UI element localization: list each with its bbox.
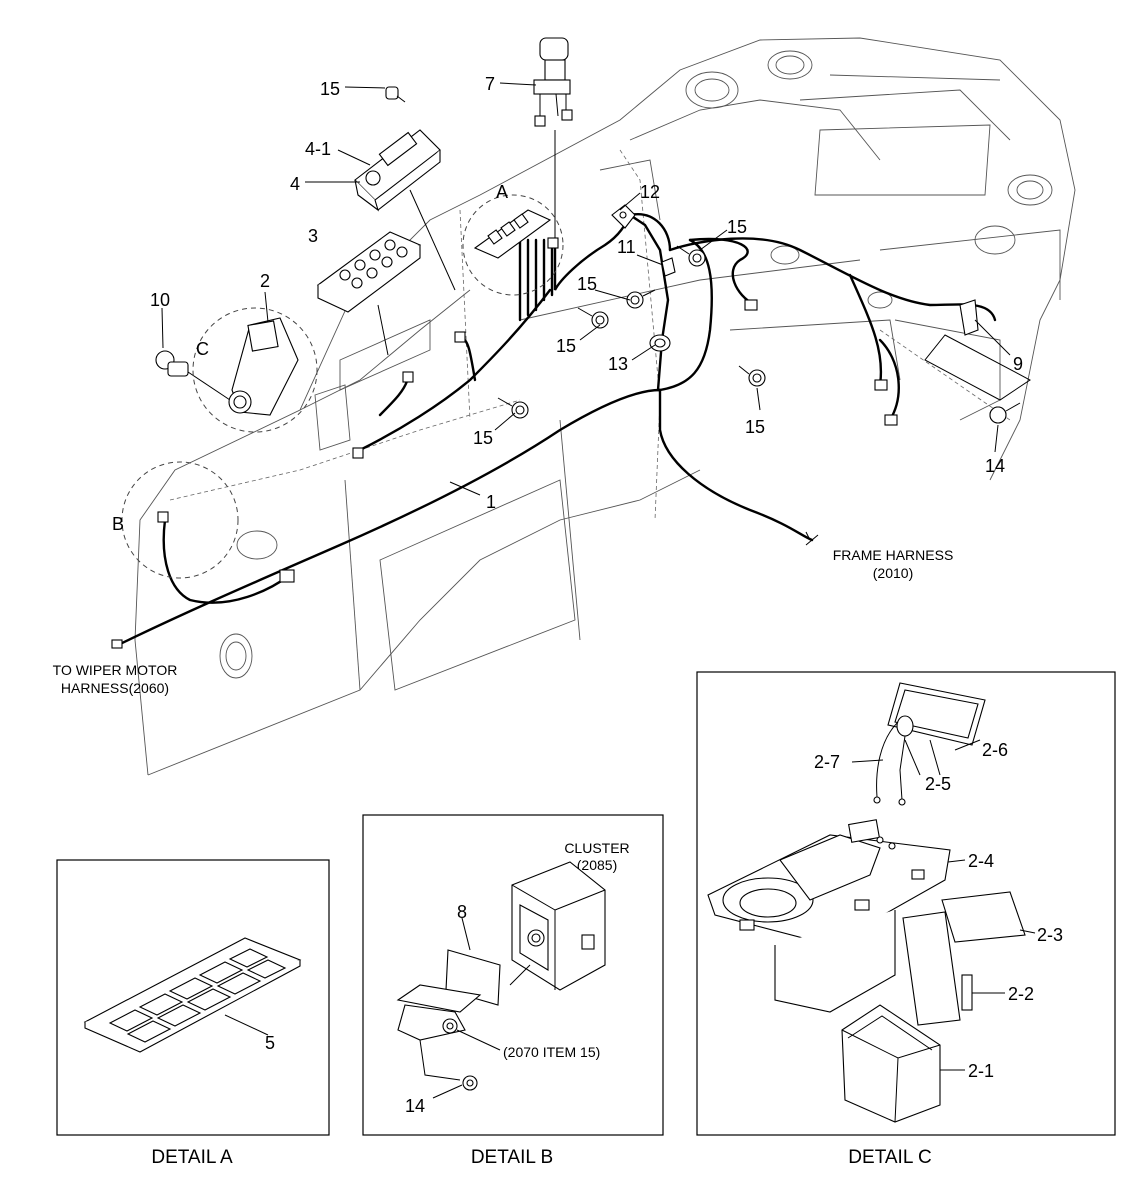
part-7-plug	[533, 37, 573, 238]
callout-b: B	[112, 514, 124, 534]
part-3-switch-block	[316, 231, 422, 356]
detail-a-box: 5	[56, 859, 330, 1136]
bolt-icon	[626, 289, 656, 309]
connector-b	[157, 511, 169, 523]
callout-8: 8	[457, 902, 467, 922]
callout-c: C	[196, 339, 209, 359]
detail-a-caption: DETAIL A	[151, 1147, 233, 1168]
callout-7: 7	[485, 74, 495, 94]
part-9-bracket	[924, 299, 1031, 401]
cluster-unit	[511, 861, 606, 991]
callout-5: 5	[265, 1033, 275, 1053]
switch-slots	[108, 948, 287, 1043]
detail-a-circle	[462, 194, 564, 296]
callout-10: 10	[150, 290, 170, 310]
callout-9: 9	[1013, 354, 1023, 374]
part-10-switch	[155, 350, 231, 401]
leader-lines	[161, 82, 1011, 496]
part-13-grommet	[649, 334, 671, 352]
callout-3: 3	[308, 226, 318, 246]
callout-4: 4	[290, 174, 300, 194]
callout-11: 11	[617, 237, 636, 257]
bolt-icon	[676, 245, 706, 267]
callout-labels: 15 7 4-1 4 3 2 10 C A 12 15 11 15 15 13 …	[53, 74, 1023, 696]
detail-b-circle	[121, 461, 239, 579]
connector	[352, 447, 364, 459]
callout-2-5: 2-5	[925, 774, 951, 794]
bolts-15	[385, 86, 1021, 424]
harness-connectors	[111, 237, 898, 649]
detail-c-circle	[192, 307, 318, 433]
wiper-connector	[111, 639, 123, 649]
callout-15: 15	[745, 417, 765, 437]
bolt-icon	[577, 307, 609, 329]
detail-a-panel	[473, 209, 552, 259]
callout-13: 13	[608, 354, 628, 374]
detail-c-box: 2-7 2-6 2-5 2-4 2-3 2-2 2-1	[696, 671, 1116, 1136]
callout-15: 15	[556, 336, 576, 356]
connector	[547, 237, 559, 249]
part-2-4-console	[707, 819, 951, 1013]
cluster-ref: (2085)	[577, 857, 617, 873]
part-2-3-module	[941, 891, 1026, 943]
detail-b-box: CLUSTER (2085) 8 (2070 ITEM	[362, 814, 664, 1136]
part-2-1-tray	[841, 1004, 941, 1123]
cluster-label: CLUSTER	[564, 840, 629, 856]
detail-c-caption: DETAIL C	[848, 1147, 931, 1168]
part-12-bracket	[611, 204, 636, 229]
callout-2-7: 2-7	[814, 752, 840, 772]
part-11-clip	[661, 257, 676, 277]
item15-label: (2070 ITEM 15)	[503, 1044, 600, 1060]
bolt-icon	[738, 365, 766, 387]
callout-2-6: 2-6	[982, 740, 1008, 760]
callout-2-3: 2-3	[1037, 925, 1063, 945]
callout-2-2: 2-2	[1008, 984, 1034, 1004]
callout-15: 15	[473, 428, 493, 448]
frame-harness-label: FRAME HARNESS	[833, 547, 954, 563]
callout-1: 1	[486, 492, 496, 512]
callout-15: 15	[727, 217, 747, 237]
callout-15: 15	[320, 79, 340, 99]
detail-b-caption: DETAIL B	[471, 1147, 553, 1168]
connector	[744, 299, 758, 311]
connector	[279, 569, 295, 583]
connector	[402, 371, 414, 383]
part-14-bolt	[989, 406, 1007, 424]
frame-harness-end	[805, 531, 819, 546]
callout-2-4: 2-4	[968, 851, 994, 871]
frame-harness-ref: (2010)	[873, 565, 913, 581]
connector	[884, 414, 898, 426]
callout-14: 14	[985, 456, 1005, 476]
connector	[454, 331, 466, 343]
bolt-icon	[497, 397, 529, 419]
callout-14: 14	[405, 1096, 425, 1116]
callout-a: A	[496, 182, 508, 202]
callout-15: 15	[577, 274, 597, 294]
callout-4-1: 4-1	[305, 139, 331, 159]
callout-2-1: 2-1	[968, 1061, 994, 1081]
wire-harness	[116, 213, 997, 647]
bolt-icon	[442, 1018, 501, 1051]
part-8-bracket	[396, 949, 501, 1081]
part-2-6-lid	[887, 682, 986, 746]
wiper-ref: HARNESS(2060)	[61, 680, 169, 696]
bolt-icon	[385, 86, 406, 103]
part-2-7-cable	[873, 721, 906, 806]
part-2-console	[228, 317, 299, 416]
bolt-icon	[462, 1075, 478, 1091]
connector	[874, 379, 888, 391]
callout-2: 2	[260, 271, 270, 291]
part-4-switch-panel	[354, 129, 456, 291]
wiper-label: TO WIPER MOTOR	[53, 662, 178, 678]
callout-12: 12	[640, 182, 660, 202]
